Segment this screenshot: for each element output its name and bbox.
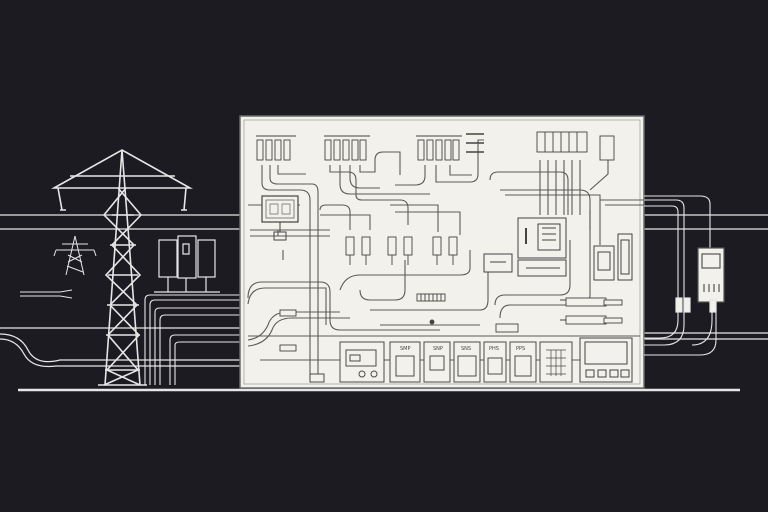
module-labels: SMP SNP SNS PHS PPS xyxy=(400,346,525,352)
transmission-tower-icon xyxy=(50,149,194,386)
module-label-1: SMP xyxy=(400,346,411,352)
transformer-icon xyxy=(154,235,220,293)
module-label-5: PPS xyxy=(516,346,525,352)
right-connectors xyxy=(279,297,623,352)
display-icon xyxy=(579,337,633,383)
module-label-4: PHS xyxy=(489,346,499,352)
meter-box-icon xyxy=(261,195,299,241)
small-pylon-icon xyxy=(53,235,97,276)
breaker-icon xyxy=(256,131,615,161)
module-label-3: SNS xyxy=(461,346,471,352)
module-label-2: SNP xyxy=(433,346,443,352)
feeder-wires xyxy=(20,289,240,385)
bottom-modules xyxy=(309,341,573,383)
controller-boxes xyxy=(483,217,633,281)
terminal-strip xyxy=(416,293,519,333)
right-meter-box xyxy=(675,247,725,313)
fuse-row xyxy=(345,236,458,265)
background-wires xyxy=(0,214,768,368)
right-external-wires xyxy=(644,195,717,356)
